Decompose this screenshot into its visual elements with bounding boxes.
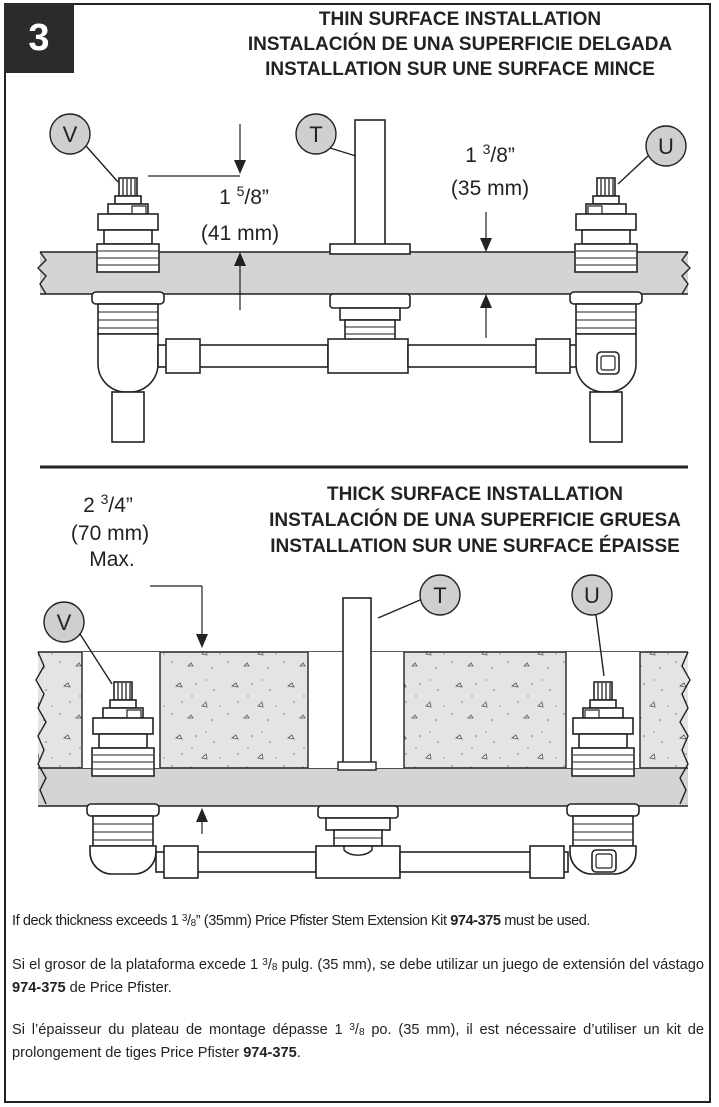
note-spanish: Si el grosor de la plataforma excede 1 3… <box>12 957 705 996</box>
thin-title-fr: INSTALLATION SUR UNE SURFACE MINCE <box>265 59 655 80</box>
thin-left-dim-fraction: 1 5/8” <box>219 183 269 209</box>
step-number-badge: 3 <box>4 3 74 73</box>
thin-right-dim-mm: (35 mm) <box>451 177 529 200</box>
thin-callout-t: T <box>295 113 357 157</box>
svg-text:V: V <box>57 610 72 635</box>
thick-pipes <box>155 845 569 879</box>
thick-title-es: INSTALACIÓN DE UNA SUPERFICIE GRUESA <box>269 509 681 531</box>
thin-center-spout <box>329 119 411 361</box>
thick-center-spout <box>317 597 399 847</box>
thick-dimension-line <box>150 585 208 834</box>
thin-right-valve <box>569 177 643 443</box>
thick-callout-v: V <box>43 601 113 685</box>
thick-title-fr: INSTALLATION SUR UNE SURFACE ÉPAISSE <box>270 535 680 557</box>
part-number: 974-375 <box>243 1045 297 1061</box>
page-frame <box>4 3 711 1103</box>
thick-title-en: THICK SURFACE INSTALLATION <box>327 484 623 505</box>
thick-right-valve <box>566 681 640 875</box>
note-french: Si l’épaisseur du plateau de montage dép… <box>12 1022 704 1061</box>
thin-left-dim-mm: (41 mm) <box>201 222 279 245</box>
svg-text:U: U <box>658 134 674 159</box>
svg-text:T: T <box>433 583 446 608</box>
thin-callout-u: U <box>617 125 687 185</box>
thin-left-valve <box>91 177 165 443</box>
thick-dim-max: Max. <box>89 548 135 571</box>
thin-pipes <box>157 338 579 374</box>
instruction-notes: If deck thickness exceeds 1 3/8” (35mm) … <box>12 908 704 1082</box>
thick-dim-mm: (70 mm) <box>71 522 149 545</box>
svg-text:V: V <box>63 122 78 147</box>
thin-title-en: THIN SURFACE INSTALLATION <box>319 9 601 30</box>
thin-dimension-lines <box>148 124 492 338</box>
thick-left-valve <box>86 681 160 875</box>
svg-text:U: U <box>584 583 600 608</box>
part-number: 974-375 <box>12 980 66 996</box>
part-number: 974-375 <box>450 913 501 929</box>
svg-text:T: T <box>309 122 322 147</box>
thick-callout-t: T <box>377 574 461 619</box>
note-english: If deck thickness exceeds 1 3/8” (35mm) … <box>12 913 591 929</box>
thin-title-es: INSTALACIÓN DE UNA SUPERFICIE DELGADA <box>248 33 673 55</box>
thick-dim-fraction: 2 3/4” <box>83 491 133 517</box>
thin-callout-v: V <box>49 113 119 183</box>
thick-callout-u: U <box>571 574 613 677</box>
thin-right-dim-fraction: 1 3/8” <box>465 141 515 167</box>
